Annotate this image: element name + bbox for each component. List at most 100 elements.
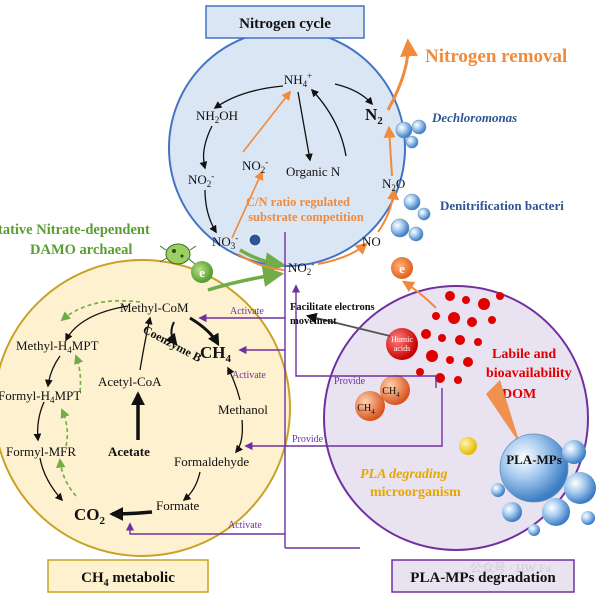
nitrogen-removal-label: Nitrogen removal bbox=[425, 46, 567, 67]
no2-bottom-label: NO2- bbox=[288, 259, 314, 277]
provide-arrow-2 bbox=[244, 388, 443, 451]
ch4-metabolic-title: CH4 metabolic bbox=[81, 570, 175, 589]
nh4-to-nh2oh-arrow bbox=[213, 85, 284, 109]
nh4-label: NH4+ bbox=[284, 71, 312, 89]
ch4-metabolic-title-box: CH4 metabolic bbox=[47, 559, 209, 593]
svg-text:e: e bbox=[199, 265, 205, 280]
formyl-h4mpt-label: Formyl-H4MPT bbox=[0, 388, 81, 405]
green-dashed-arrow-1 bbox=[60, 300, 141, 322]
denitrification-bacteria-icon bbox=[390, 193, 431, 242]
electron-green-icon: e bbox=[191, 261, 213, 283]
cn-ratio-line2: substrate competition bbox=[248, 210, 364, 224]
formyl-mfr-label: Formyl-MFR bbox=[6, 444, 76, 459]
ch4-to-methanol-arrow bbox=[227, 366, 241, 401]
pla-degradation-title: PLA-MPs degradation bbox=[410, 570, 556, 586]
labile-dom-line3: DOM bbox=[502, 387, 536, 402]
nitrogen-cycle-title-box: Nitrogen cycle bbox=[205, 5, 365, 39]
methylh4mpt-to-formylh4mpt-arrow bbox=[44, 355, 61, 388]
methyl-com-label: Methyl-CoM bbox=[120, 300, 189, 315]
svg-text:acids: acids bbox=[394, 344, 410, 353]
green-dashed-arrow-3 bbox=[60, 408, 70, 447]
n2-to-nh4-arrow bbox=[334, 83, 374, 106]
activate-label-3: Activate bbox=[228, 520, 262, 531]
acetylcoa-to-methylcom-arrow bbox=[139, 316, 153, 371]
facilitate-line1: Facilitate electrons bbox=[290, 302, 375, 313]
no2-to-no3-arrow bbox=[204, 189, 217, 234]
co2-label: CO2 bbox=[74, 505, 106, 527]
n2o-to-n2-arrow bbox=[383, 125, 396, 177]
acetyl-coa-label: Acetyl-CoA bbox=[98, 374, 162, 389]
pla-degradation-title-box: PLA-MPs degradation bbox=[391, 559, 575, 593]
dom-to-electron-arrow bbox=[401, 280, 437, 309]
no2-to-nh4-orange-arrow bbox=[242, 90, 292, 153]
cn-ratio-line1: C/N ratio regulated bbox=[246, 195, 350, 209]
organic-n-label: Organic N bbox=[286, 164, 341, 179]
activate-label-2: Activate bbox=[232, 370, 266, 381]
nitrogen-removal-arrow bbox=[386, 38, 418, 111]
provide-label-1: Provide bbox=[334, 376, 366, 387]
ch4-bubble-a: CH4 bbox=[380, 375, 410, 405]
formaldehyde-to-formate-arrow bbox=[182, 471, 201, 501]
humic-to-electron-arrow bbox=[305, 312, 391, 337]
humic-acids-sphere: Humic acids bbox=[386, 328, 418, 360]
n2o-label: N2O bbox=[382, 176, 405, 193]
methanol-label: Methanol bbox=[218, 402, 268, 417]
provide-line-1 bbox=[295, 294, 437, 388]
ch4-bubble-b: CH4 bbox=[355, 391, 385, 421]
no2-left-label: NO2- bbox=[188, 171, 214, 189]
svg-text:CH4: CH4 bbox=[357, 403, 375, 416]
green-dashed-arrow-4 bbox=[55, 458, 77, 497]
green-dashed-arrow-2 bbox=[74, 354, 84, 393]
provide-label-2: Provide bbox=[292, 434, 324, 445]
no-label: NO bbox=[362, 234, 381, 249]
ch4-center-label: CH4 bbox=[200, 343, 232, 365]
labile-dom-line1: Labile and bbox=[492, 347, 556, 362]
pla-release-arrow bbox=[486, 380, 520, 444]
damo-label-line1: tative Nitrate-dependent bbox=[0, 222, 150, 238]
formate-label: Formate bbox=[156, 498, 200, 513]
dom-particles-cluster bbox=[416, 291, 504, 384]
dechloromonas-label: Dechloromonas bbox=[431, 110, 517, 125]
no3-marker-dot bbox=[248, 233, 262, 247]
acetate-label: Acetate bbox=[108, 444, 150, 459]
damo-archaea-icon bbox=[159, 243, 197, 265]
no-to-n2o-arrow bbox=[377, 187, 400, 233]
no2-center-label: NO2- bbox=[242, 157, 268, 175]
methylcom-to-ch4-arrow bbox=[189, 316, 220, 347]
svg-text:Humic: Humic bbox=[391, 335, 413, 344]
nh2oh-label: NH2OH bbox=[196, 108, 238, 125]
formate-to-co2-arrow bbox=[109, 506, 153, 521]
no3-to-no2-green-arrow bbox=[239, 248, 287, 274]
no3-label: NO3- bbox=[212, 233, 238, 251]
damo-label-line2: DAMO archaeal bbox=[30, 242, 132, 258]
watermark-text: 公众号 · HW Fa bbox=[470, 561, 551, 575]
methyl-h4mpt-label: Methyl-H4MPT bbox=[16, 338, 99, 355]
activate-label-1: Activate bbox=[230, 306, 264, 317]
organic-to-nh4-arrow bbox=[310, 88, 347, 157]
formaldehyde-label: Formaldehyde bbox=[174, 454, 249, 469]
no3-to-no2-orange-arrow bbox=[231, 170, 264, 239]
activate-arrow-3 bbox=[125, 522, 285, 535]
svg-text:e: e bbox=[399, 261, 405, 276]
nitrogen-cycle-title: Nitrogen cycle bbox=[239, 16, 331, 32]
pla-mps-label: PLA-MPs bbox=[506, 452, 562, 467]
coenzyme-b-arrow bbox=[165, 321, 178, 346]
methanol-to-formaldehyde-arrow bbox=[235, 419, 244, 454]
pla-microbe-line1: PLA degrading bbox=[360, 467, 448, 482]
formylh4mpt-to-formylmfr-arrow bbox=[33, 401, 45, 442]
pla-microbe-icon bbox=[459, 437, 477, 455]
n2-label: N2 bbox=[365, 105, 383, 127]
no2-to-no-arrow bbox=[317, 242, 368, 265]
electron-orange-icon: e bbox=[391, 257, 413, 279]
svg-text:CH4: CH4 bbox=[382, 386, 400, 399]
dechloromonas-bacteria-icon bbox=[395, 119, 427, 149]
methylcom-to-methylh4mpt-arrow bbox=[65, 305, 129, 342]
labile-dom-line2: bioavailability bbox=[486, 366, 572, 381]
facilitate-line2: movement bbox=[290, 316, 337, 327]
pla-mps-particles bbox=[491, 433, 596, 536]
denitrification-bacteria-label: Denitrification bacteri bbox=[440, 198, 564, 213]
pla-microbe-line2: microorganism bbox=[370, 485, 461, 500]
damo-green-band bbox=[207, 266, 285, 292]
nh4-to-organic-n-arrow bbox=[297, 91, 313, 162]
